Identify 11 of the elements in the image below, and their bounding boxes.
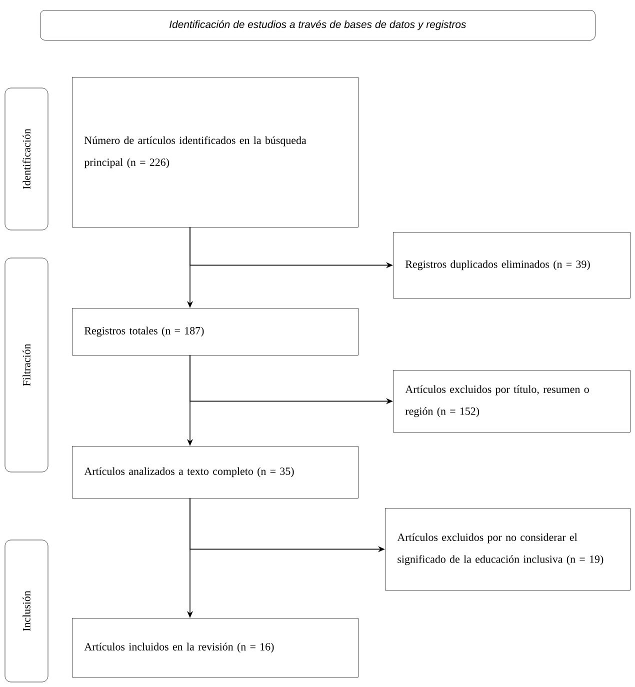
process-box: Registros duplicados eliminados (n = 39): [393, 232, 630, 298]
title-box: Identificación de estudios a través de bases de datos y registros: [40, 10, 596, 40]
stage-band: Identificación: [4, 88, 48, 230]
process-box: Número de artículos identificados en la búsqueda principal (n = 226): [72, 77, 358, 228]
process-box: Artículos excluidos por no considerar el significado de la educación inclusiva (n = 19): [385, 508, 630, 590]
process-box: Artículos analizados a texto completo (n = 35): [72, 446, 358, 498]
stage-band: Inclusión: [4, 540, 48, 682]
process-box: Artículos incluidos en la revisión (n = 16): [72, 618, 358, 678]
process-box: Artículos excluidos por título, resumen o región (n = 152): [393, 370, 630, 432]
process-box: Registros totales (n = 187): [72, 308, 358, 356]
stage-band: Filtración: [4, 258, 48, 472]
